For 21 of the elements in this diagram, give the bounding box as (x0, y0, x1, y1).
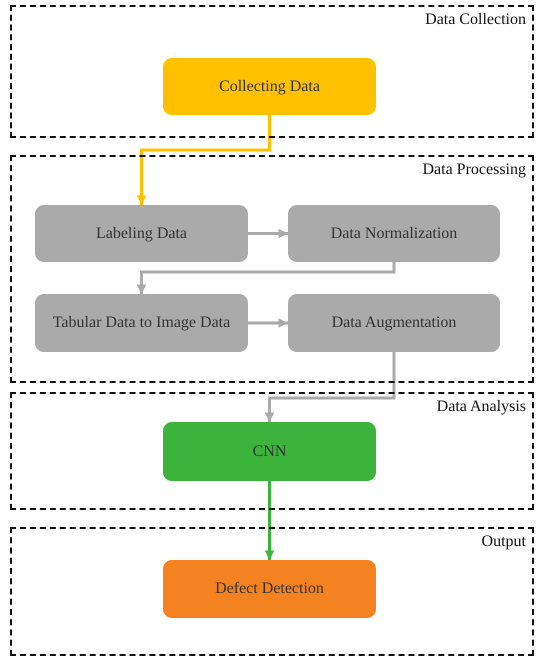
process-box: Data Normalization (288, 205, 500, 262)
arrow (264, 352, 396, 422)
section-title: Data Analysis (436, 398, 526, 416)
process-box: Labeling Data (35, 205, 248, 262)
section-title: Output (482, 533, 526, 551)
arrow (136, 262, 396, 294)
process-box: CNN (163, 422, 376, 481)
arrow (248, 318, 288, 328)
section-frame (10, 155, 534, 383)
arrow (136, 115, 271, 205)
section-title: Data Collection (425, 11, 526, 29)
section-frame (10, 5, 534, 138)
arrow (248, 228, 288, 238)
process-box: Tabular Data to Image Data (35, 294, 248, 352)
arrow (264, 481, 274, 560)
section-frame (10, 392, 534, 510)
process-box: Defect Detection (163, 560, 376, 618)
process-box: Collecting Data (163, 58, 376, 115)
section-frame (10, 527, 534, 656)
process-box: Data Augmentation (288, 294, 500, 352)
section-title: Data Processing (422, 161, 526, 179)
